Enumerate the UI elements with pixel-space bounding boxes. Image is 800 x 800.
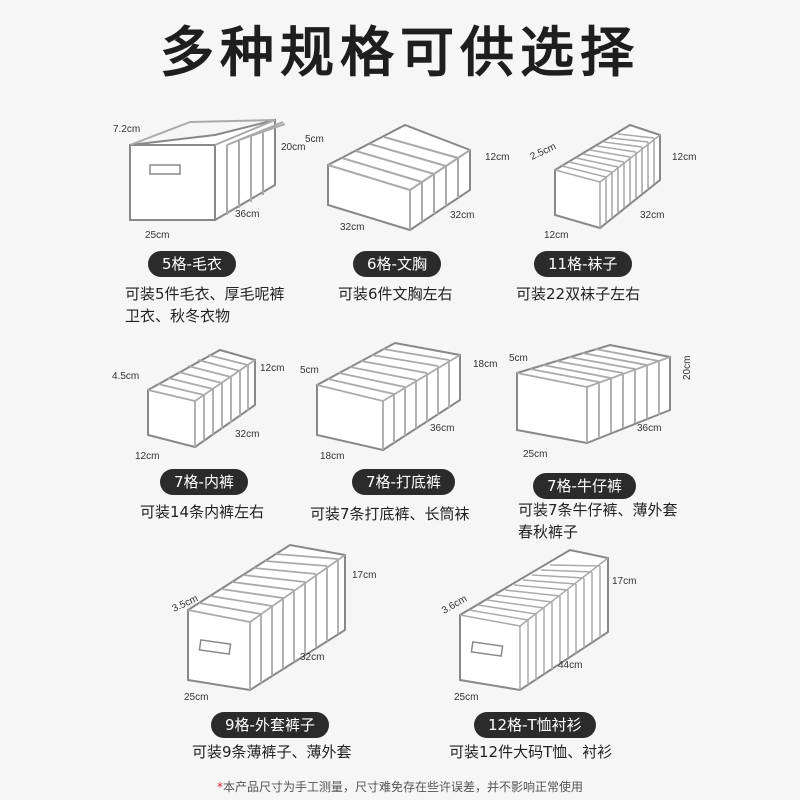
dim-length-label: 36cm bbox=[430, 423, 454, 434]
product-description: 可装14条内裤左右 bbox=[140, 501, 264, 523]
disclaimer-footer: *本产品尺寸为手工测量，尺寸难免存在些许误差，并不影响正常使用 bbox=[0, 778, 800, 795]
dim-width-label: 25cm bbox=[184, 692, 208, 703]
product-description: 可装12件大码T恤、衬衫 bbox=[449, 741, 612, 763]
dim-width-label: 25cm bbox=[523, 449, 547, 460]
dim-width-label: 18cm bbox=[320, 451, 344, 462]
dim-length-label: 44cm bbox=[558, 660, 582, 671]
product-badge: 5格-毛衣 bbox=[148, 251, 236, 277]
dim-height-label: 18cm bbox=[473, 359, 497, 370]
organizer-12-grid-illustration: 3.6cm 17cm 44cm 25cm bbox=[440, 548, 636, 703]
dim-depth-label: 2.5cm bbox=[529, 141, 558, 162]
organizer-7-grid-underwear-illustration: 4.5cm 12cm 32cm 12cm bbox=[112, 348, 284, 462]
organizer-6-grid-illustration: 5cm 12cm 32cm 32cm bbox=[305, 123, 509, 233]
product-badge: 7格-牛仔裤 bbox=[533, 473, 636, 499]
dim-height-label: 12cm bbox=[672, 152, 696, 163]
dim-length-label: 32cm bbox=[235, 429, 259, 440]
product-description: 可装5件毛衣、厚毛呢裤 卫衣、秋冬衣物 bbox=[125, 283, 285, 327]
dim-width-label: 25cm bbox=[454, 692, 478, 703]
organizer-11-grid-illustration: 2.5cm 12cm 32cm 12cm bbox=[529, 123, 696, 241]
desc-line: 卫衣、秋冬衣物 bbox=[125, 307, 231, 325]
dim-height-label: 20cm bbox=[281, 142, 305, 153]
dim-length-label: 32cm bbox=[640, 210, 664, 221]
product-6-grid: 5cm 12cm 32cm 32cm bbox=[300, 110, 550, 245]
dim-depth-label: 5cm bbox=[509, 353, 528, 364]
desc-line: 可装12件大码T恤、衬衫 bbox=[449, 743, 613, 761]
product-description: 可装9条薄裤子、薄外套 bbox=[192, 741, 352, 763]
dim-depth-label: 4.5cm bbox=[112, 371, 139, 382]
dim-length-label: 32cm bbox=[450, 210, 474, 221]
disclaimer-star: * bbox=[216, 780, 223, 794]
dim-width-label: 25cm bbox=[145, 230, 169, 241]
product-description: 可装7条打底裤、长筒袜 bbox=[310, 503, 470, 525]
product-badge: 6格-文胸 bbox=[353, 251, 441, 277]
dim-length-label: 36cm bbox=[235, 209, 259, 220]
dim-width-label: 12cm bbox=[544, 230, 568, 241]
product-description: 可装22双袜子左右 bbox=[516, 283, 640, 305]
disclaimer-text: 本产品尺寸为手工测量，尺寸难免存在些许误差，并不影响正常使用 bbox=[222, 780, 583, 794]
dim-depth-label: 5cm bbox=[305, 134, 324, 145]
product-badge: 7格-内裤 bbox=[160, 469, 248, 495]
dim-width-label: 32cm bbox=[340, 222, 364, 233]
desc-line: 可装22双袜子左右 bbox=[516, 285, 641, 303]
dim-height-label: 20cm bbox=[682, 356, 693, 380]
organizer-9-grid-illustration: 3.5cm 17cm 32cm 25cm bbox=[171, 543, 376, 703]
product-12-grid: 3.6cm 17cm 44cm 25cm bbox=[440, 540, 690, 705]
page-title: 多种规格可供选择 bbox=[160, 21, 640, 84]
desc-line: 可装7条牛仔裤、薄外套 bbox=[518, 501, 678, 519]
product-badge: 7格-打底裤 bbox=[352, 469, 455, 495]
product-7-grid-jeans: 5cm 20cm 36cm 25cm bbox=[505, 335, 755, 465]
product-badge: 11格-袜子 bbox=[534, 251, 632, 277]
dim-height-label: 12cm bbox=[485, 152, 509, 163]
desc-line: 可装7条打底裤、长筒袜 bbox=[310, 505, 470, 523]
dim-length-label: 36cm bbox=[637, 423, 661, 434]
dim-height-label: 17cm bbox=[352, 570, 376, 581]
product-7-grid-leggings: 5cm 18cm 36cm 18cm bbox=[295, 335, 545, 465]
organizer-7-grid-jeans-illustration: 5cm 20cm 36cm 25cm bbox=[509, 343, 693, 460]
dim-depth-label: 5cm bbox=[300, 365, 319, 376]
product-11-grid: 2.5cm 12cm 32cm 12cm bbox=[529, 110, 780, 245]
dim-width-label: 12cm bbox=[135, 451, 159, 462]
product-5-grid: 7.2cm 20cm 36cm 25cm bbox=[105, 110, 355, 245]
product-description: 可装6件文胸左右 bbox=[338, 283, 453, 305]
desc-line: 可装9条薄裤子、薄外套 bbox=[192, 743, 352, 761]
dim-length-label: 32cm bbox=[300, 652, 324, 663]
desc-line: 春秋裤子 bbox=[518, 523, 579, 541]
dim-height-label: 17cm bbox=[612, 576, 636, 587]
product-badge: 9格-外套裤子 bbox=[211, 712, 329, 738]
desc-line: 可装6件文胸左右 bbox=[338, 285, 453, 303]
organizer-5-grid-illustration: 7.2cm 20cm 36cm 25cm bbox=[113, 118, 305, 241]
desc-line: 可装14条内裤左右 bbox=[140, 503, 265, 521]
product-9-grid: 3.5cm 17cm 32cm 25cm bbox=[170, 540, 420, 705]
product-description: 可装7条牛仔裤、薄外套 春秋裤子 bbox=[518, 499, 678, 543]
dim-depth-label: 7.2cm bbox=[113, 124, 140, 135]
product-badge: 12格-T恤衬衫 bbox=[474, 712, 596, 738]
organizer-7-grid-leggings-illustration: 5cm 18cm 36cm 18cm bbox=[300, 341, 497, 462]
dim-height-label: 12cm bbox=[260, 363, 284, 374]
desc-line: 可装5件毛衣、厚毛呢裤 bbox=[125, 285, 285, 303]
product-7-grid-underwear: 4.5cm 12cm 32cm 12cm bbox=[110, 335, 360, 465]
